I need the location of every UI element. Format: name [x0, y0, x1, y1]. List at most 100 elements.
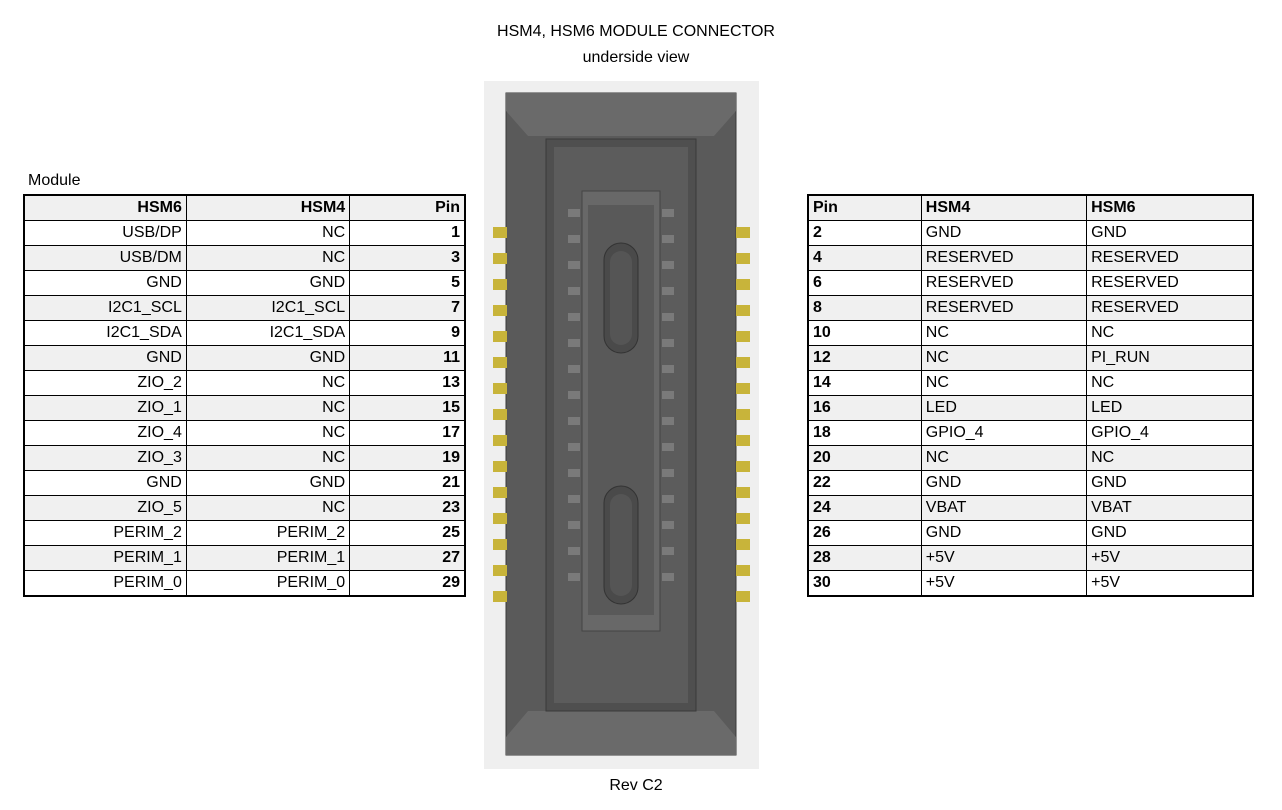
- signal-cell: NC: [921, 320, 1088, 346]
- pin-number-cell: 13: [349, 370, 465, 396]
- pin-number-cell: 8: [808, 295, 922, 321]
- pin-pad-right: [736, 539, 750, 550]
- pin-pad-left: [493, 461, 507, 472]
- inner-contact-right: [662, 235, 674, 243]
- pin-number-cell: 26: [808, 520, 922, 546]
- connector-illustration: [484, 81, 759, 769]
- pin-pad-right: [736, 565, 750, 576]
- pin-number-cell: 16: [808, 395, 922, 421]
- connector-key-top-inner: [610, 251, 632, 345]
- inner-contact-left: [568, 573, 580, 581]
- pin-number-cell: 25: [349, 520, 465, 546]
- table-row: 28+5V+5V: [808, 545, 1253, 571]
- signal-cell: GND: [921, 520, 1088, 546]
- pin-number-cell: 23: [349, 495, 465, 521]
- signal-cell: PI_RUN: [1086, 345, 1253, 371]
- inner-contact-left: [568, 209, 580, 217]
- pin-number-cell: 19: [349, 445, 465, 471]
- inner-contact-left: [568, 417, 580, 425]
- pin-number-cell: 29: [349, 570, 465, 597]
- signal-cell: NC: [186, 395, 351, 421]
- inner-contact-left: [568, 391, 580, 399]
- signal-cell: PERIM_2: [186, 520, 351, 546]
- pin-pad-right: [736, 461, 750, 472]
- header-hsm4: HSM4: [186, 194, 351, 221]
- connector-key-bottom-inner: [610, 494, 632, 596]
- diagram-title: HSM4, HSM6 MODULE CONNECTOR: [497, 23, 775, 40]
- signal-cell: GND: [921, 220, 1088, 246]
- table-header-row: Pin HSM4 HSM6: [808, 194, 1253, 221]
- pin-number-cell: 6: [808, 270, 922, 296]
- pin-pad-right: [736, 331, 750, 342]
- inner-contact-right: [662, 573, 674, 581]
- signal-cell: VBAT: [1086, 495, 1253, 521]
- pin-number-cell: 20: [808, 445, 922, 471]
- inner-contact-left: [568, 313, 580, 321]
- pin-pad-right: [736, 435, 750, 446]
- signal-cell: GND: [24, 270, 187, 296]
- revision-label: Rev C2: [609, 777, 663, 794]
- pin-pad-right: [736, 357, 750, 368]
- pin-pad-right: [736, 305, 750, 316]
- inner-contact-left: [568, 547, 580, 555]
- pin-number-cell: 17: [349, 420, 465, 446]
- signal-cell: VBAT: [921, 495, 1088, 521]
- inner-contact-right: [662, 521, 674, 529]
- pin-pad-left: [493, 487, 507, 498]
- signal-cell: GND: [1086, 520, 1253, 546]
- inner-contact-right: [662, 287, 674, 295]
- signal-cell: NC: [186, 245, 351, 271]
- inner-contact-right: [662, 495, 674, 503]
- inner-contact-right: [662, 469, 674, 477]
- signal-cell: ZIO_2: [24, 370, 187, 396]
- signal-cell: NC: [186, 420, 351, 446]
- header-hsm4: HSM4: [921, 194, 1088, 221]
- pin-pad-left: [493, 383, 507, 394]
- pin-pad-right: [736, 279, 750, 290]
- signal-cell: I2C1_SDA: [24, 320, 187, 346]
- signal-cell: LED: [921, 395, 1088, 421]
- inner-contact-right: [662, 417, 674, 425]
- signal-cell: NC: [921, 445, 1088, 471]
- signal-cell: PERIM_0: [186, 570, 351, 597]
- header-pin: Pin: [349, 194, 465, 221]
- signal-cell: ZIO_4: [24, 420, 187, 446]
- signal-cell: GND: [1086, 220, 1253, 246]
- signal-cell: NC: [1086, 370, 1253, 396]
- pin-number-cell: 24: [808, 495, 922, 521]
- signal-cell: I2C1_SCL: [186, 295, 351, 321]
- inner-contact-right: [662, 209, 674, 217]
- signal-cell: PERIM_0: [24, 570, 187, 597]
- pin-pad-left: [493, 565, 507, 576]
- signal-cell: USB/DM: [24, 245, 187, 271]
- pin-pad-right: [736, 227, 750, 238]
- signal-cell: GND: [186, 470, 351, 496]
- pin-pad-right: [736, 383, 750, 394]
- signal-cell: RESERVED: [1086, 245, 1253, 271]
- signal-cell: RESERVED: [1086, 270, 1253, 296]
- pin-number-cell: 4: [808, 245, 922, 271]
- signal-cell: ZIO_3: [24, 445, 187, 471]
- signal-cell: PERIM_1: [24, 545, 187, 571]
- pin-number-cell: 3: [349, 245, 465, 271]
- inner-contact-right: [662, 261, 674, 269]
- signal-cell: ZIO_5: [24, 495, 187, 521]
- pin-number-cell: 7: [349, 295, 465, 321]
- pin-number-cell: 11: [349, 345, 465, 371]
- signal-cell: GND: [1086, 470, 1253, 496]
- signal-cell: NC: [186, 370, 351, 396]
- signal-cell: RESERVED: [921, 295, 1088, 321]
- pin-pad-left: [493, 227, 507, 238]
- inner-contact-left: [568, 521, 580, 529]
